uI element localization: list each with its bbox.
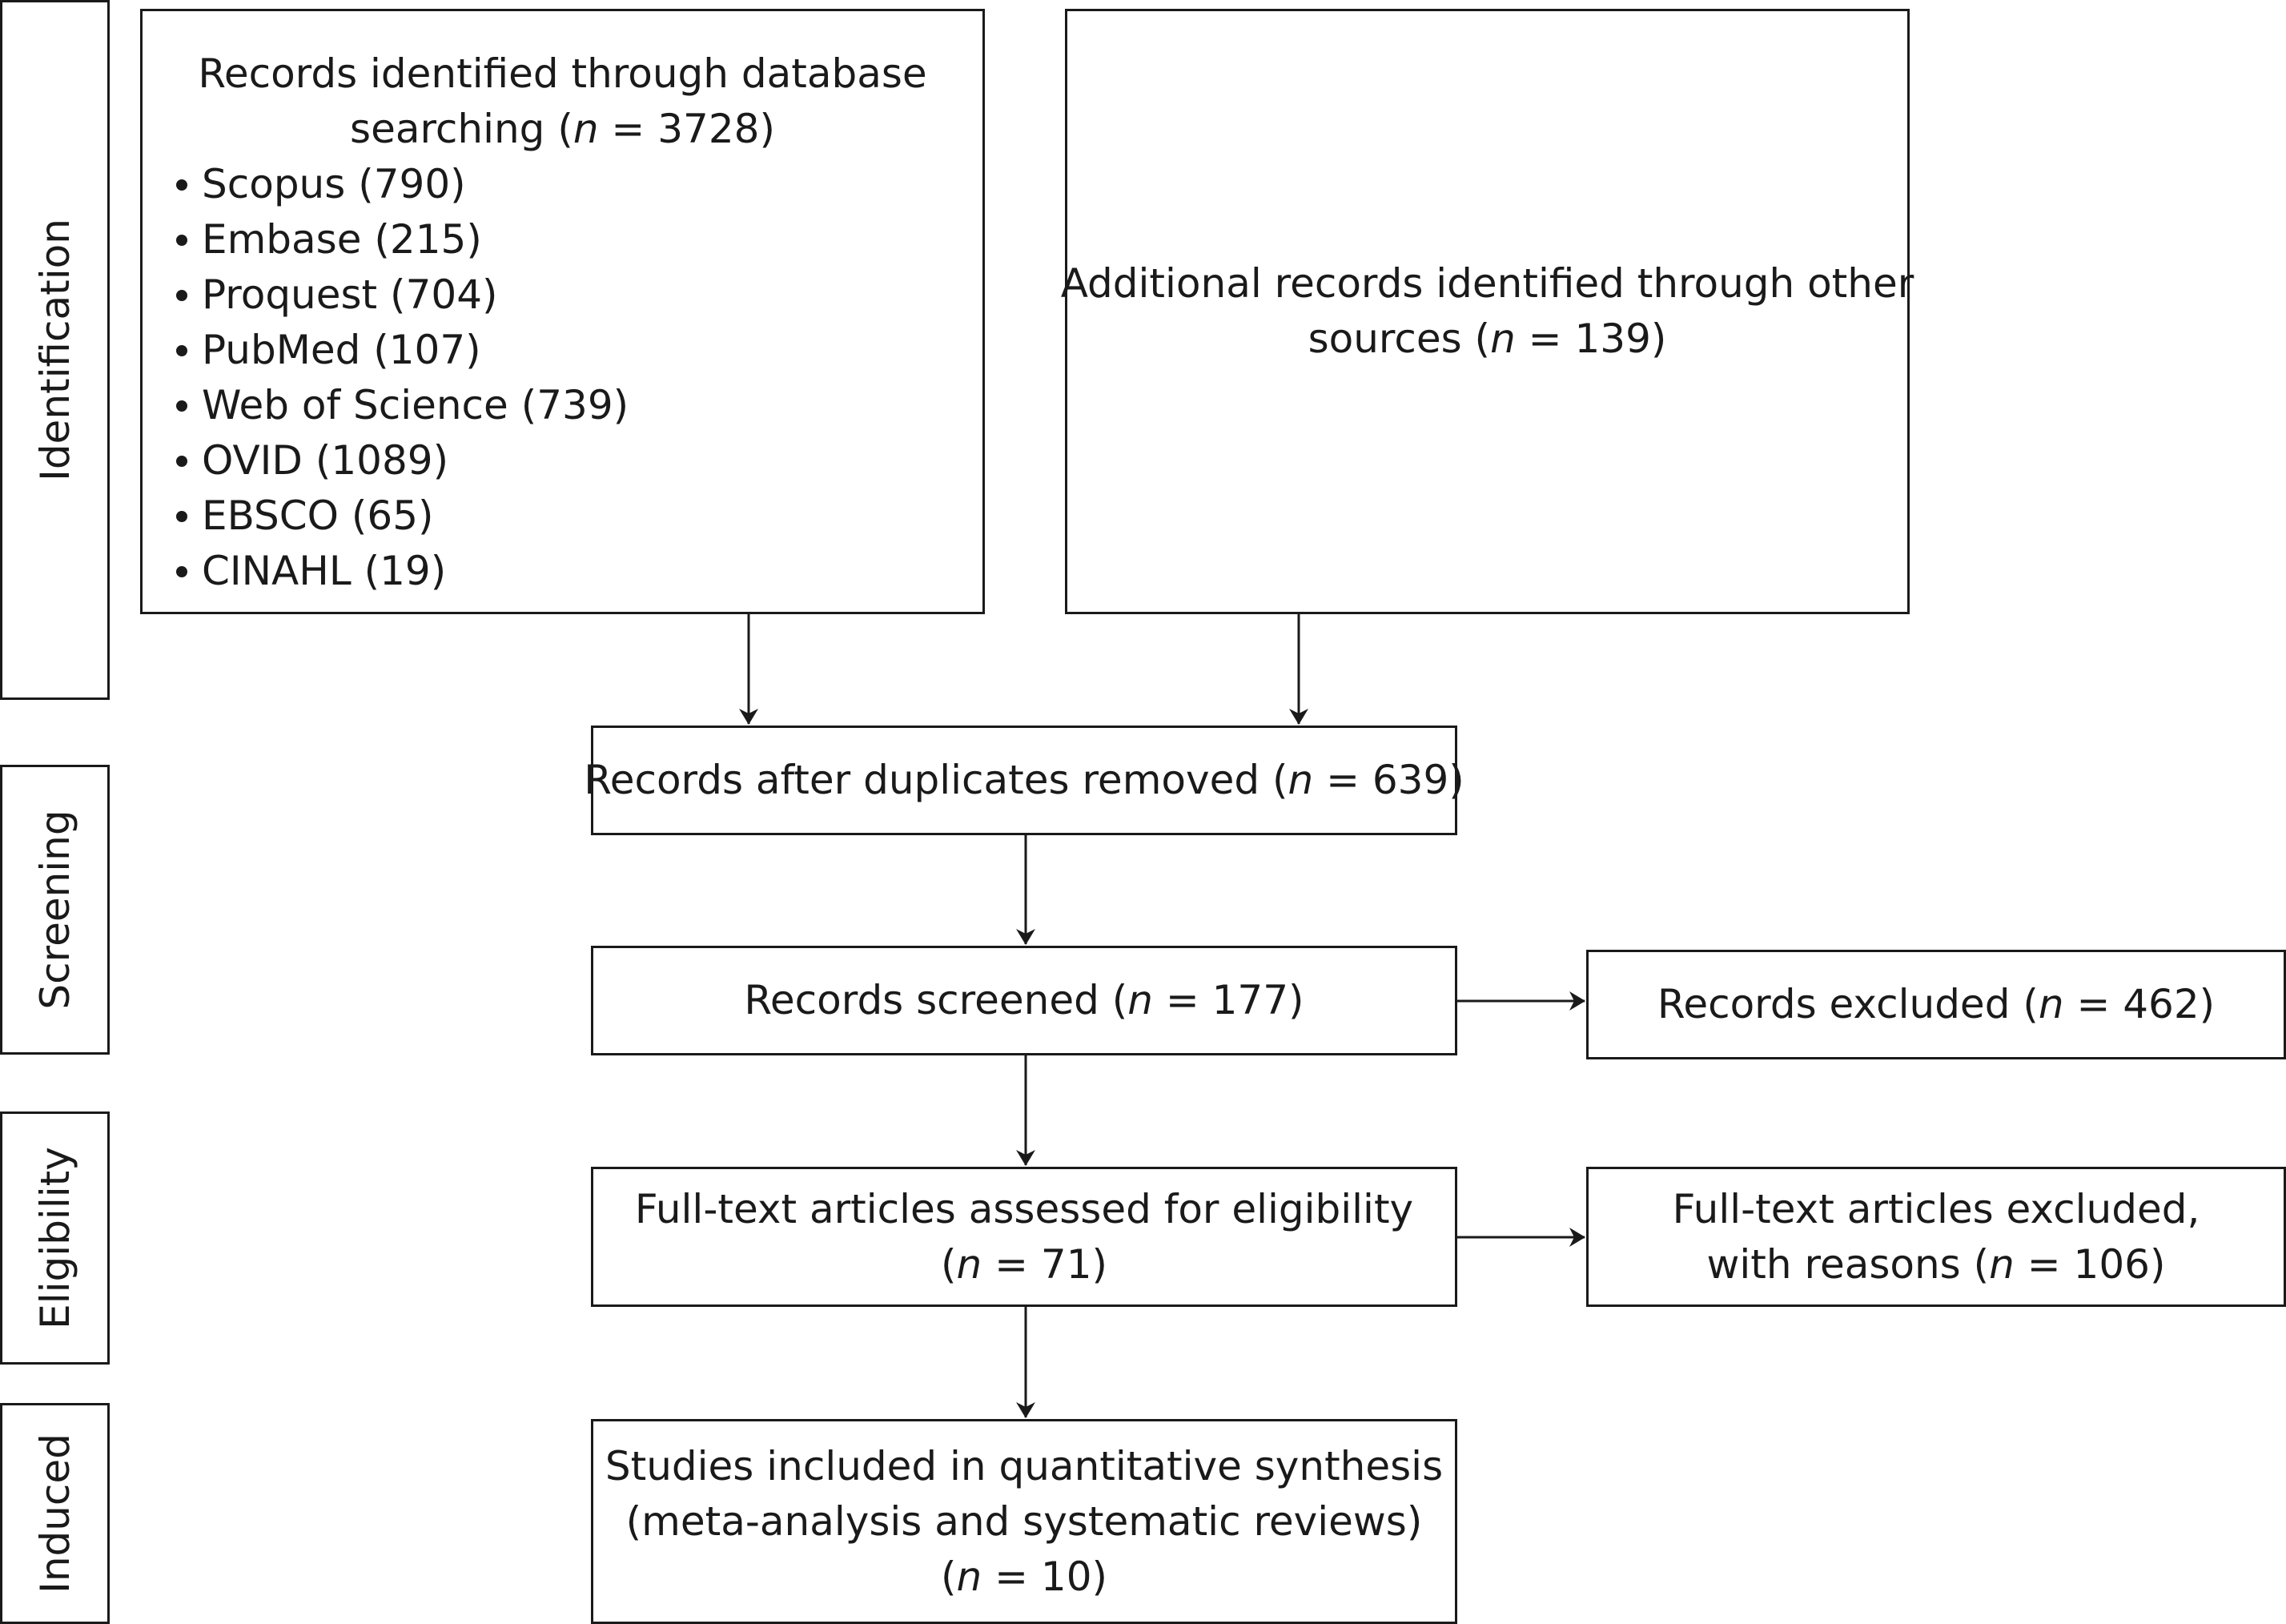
duplicates-removed-count: = 639) (1313, 757, 1464, 803)
n-symbol: n (1490, 316, 1516, 362)
duplicates-removed-text: Records after duplicates removed (n = 63… (584, 753, 1464, 808)
fulltext-excluded-box: Full-text articles excluded, with reason… (1586, 1167, 2286, 1307)
database-search-box: Records identified through database sear… (140, 9, 985, 614)
n-symbol: n (956, 1240, 982, 1288)
stage-eligibility: Eligibility (0, 1111, 110, 1365)
records-excluded-count: = 462) (2063, 981, 2216, 1027)
other-sources-box: Additional records identified through ot… (1061, 9, 1914, 614)
database-search-count-prefix: searching ( (350, 106, 573, 152)
database-search-title: Records identified through database sear… (143, 46, 982, 157)
studies-included-count: = 10) (982, 1553, 1108, 1600)
stage-screening: Screening (0, 765, 110, 1055)
duplicates-removed-label: Records after duplicates removed ( (584, 757, 1288, 803)
other-sources-line1: Additional records identified through ot… (1060, 260, 1914, 307)
fulltext-assessed-count: = 71) (982, 1240, 1108, 1288)
source-label: Scopus (790) (202, 161, 466, 207)
bullet-icon (176, 510, 187, 522)
bullet-icon (176, 565, 187, 577)
duplicates-removed-box: Records after duplicates removed (n = 63… (584, 726, 1464, 835)
fulltext-excluded-count: = 106) (2014, 1240, 2166, 1288)
n-symbol: n (956, 1553, 982, 1600)
source-label: PubMed (107) (202, 327, 481, 373)
database-search-title-line1: Records identified through database (198, 50, 927, 97)
source-label: CINAHL (19) (202, 548, 447, 594)
other-sources-count-prefix: sources ( (1308, 316, 1491, 362)
fulltext-excluded-line1: Full-text articles excluded, (1672, 1185, 2200, 1232)
source-ebsco: EBSCO (65) (175, 488, 629, 544)
source-web-of-science: Web of Science (739) (175, 378, 629, 433)
source-label: Embase (215) (202, 216, 482, 263)
stage-screening-label: Screening (31, 810, 78, 1010)
n-symbol: n (1127, 977, 1153, 1023)
stage-identification: Identification (0, 0, 110, 700)
studies-included-line2: (meta-analysis and systematic reviews) (625, 1497, 1423, 1545)
studies-included-line1: Studies included in quantitative synthes… (605, 1442, 1444, 1489)
fulltext-excluded-line2: with reasons (n = 106) (1707, 1237, 2166, 1292)
n-symbol: n (1288, 757, 1314, 803)
fulltext-assessed-box: Full-text articles assessed for eligibil… (591, 1167, 1457, 1307)
bullet-icon (176, 344, 187, 356)
bullet-icon (176, 289, 187, 301)
bullet-icon (176, 234, 187, 246)
stage-induced: Induced (0, 1403, 110, 1624)
records-excluded-text: Records excluded (n = 462) (1657, 977, 2215, 1032)
fulltext-assessed-count-prefix: ( (940, 1240, 957, 1288)
records-screened-text: Records screened (n = 177) (744, 973, 1304, 1028)
studies-included-box: Studies included in quantitative synthes… (591, 1419, 1457, 1624)
stage-eligibility-label: Eligibility (31, 1147, 78, 1329)
database-search-title-line2: searching (n = 3728) (143, 102, 982, 157)
database-source-list: Scopus (790) Embase (215) Proquest (704)… (143, 157, 629, 599)
records-screened-box: Records screened (n = 177) (591, 946, 1457, 1055)
stage-induced-label: Induced (31, 1433, 78, 1594)
fulltext-excluded-count-prefix: with reasons ( (1706, 1240, 1990, 1288)
fulltext-assessed-line1: Full-text articles assessed for eligibil… (634, 1185, 1414, 1232)
other-sources-count: = 139) (1515, 316, 1667, 362)
records-screened-label: Records screened ( (744, 977, 1128, 1023)
bullet-icon (176, 455, 187, 467)
source-label: Proquest (704) (202, 271, 498, 318)
source-label: Web of Science (739) (202, 382, 629, 428)
bullet-icon (176, 179, 187, 191)
stage-identification-label: Identification (31, 219, 78, 481)
studies-included-line3: (n = 10) (941, 1550, 1107, 1605)
records-screened-count: = 177) (1152, 977, 1304, 1023)
source-label: EBSCO (65) (202, 492, 434, 539)
other-sources-line2: sources (n = 139) (1308, 312, 1667, 367)
source-proquest: Proquest (704) (175, 267, 629, 323)
records-excluded-label: Records excluded ( (1657, 981, 2039, 1027)
records-excluded-box: Records excluded (n = 462) (1586, 950, 2286, 1059)
source-ovid: OVID (1089) (175, 433, 629, 488)
source-label: OVID (1089) (202, 437, 449, 484)
bullet-icon (176, 400, 187, 412)
source-pubmed: PubMed (107) (175, 323, 629, 378)
source-cinahl: CINAHL (19) (175, 544, 629, 599)
source-scopus: Scopus (790) (175, 157, 629, 212)
fulltext-assessed-line2: (n = 71) (941, 1237, 1107, 1292)
n-symbol: n (1989, 1240, 2015, 1288)
studies-included-count-prefix: ( (940, 1553, 957, 1600)
n-symbol: n (2038, 981, 2064, 1027)
database-search-count: = 3728) (598, 106, 775, 152)
source-embase: Embase (215) (175, 212, 629, 267)
n-symbol: n (573, 106, 599, 152)
